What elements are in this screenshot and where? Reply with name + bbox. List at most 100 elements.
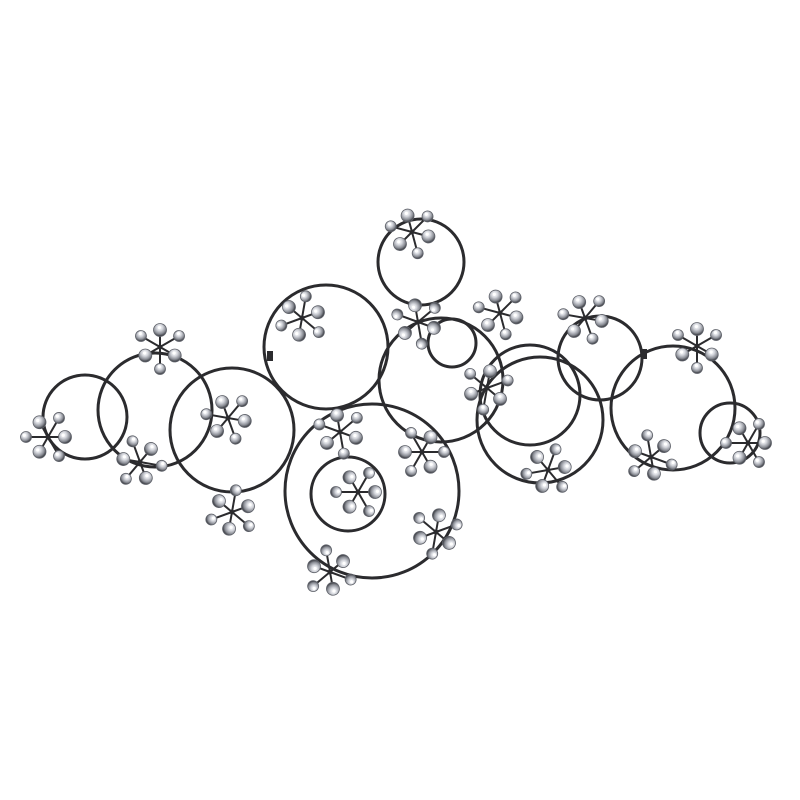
jewel <box>363 505 375 517</box>
ring <box>96 351 214 469</box>
jewel <box>572 295 587 309</box>
jewel-highlight <box>512 293 516 297</box>
jewel <box>326 581 340 596</box>
jewel-spray <box>200 395 252 445</box>
spray-wire <box>435 523 458 533</box>
jewel-highlight <box>324 439 328 443</box>
jewel <box>307 580 320 593</box>
jewel-highlight <box>481 405 485 409</box>
jewel <box>398 326 412 340</box>
jewel <box>350 411 363 424</box>
jewel-highlight <box>36 418 40 423</box>
spray-hub <box>433 529 439 535</box>
jewel <box>53 450 65 462</box>
jewel <box>488 289 503 304</box>
jewel-highlight <box>125 474 129 479</box>
jewel-highlight <box>457 523 461 528</box>
jewel-spray <box>384 208 436 260</box>
jewel-highlight <box>420 537 424 541</box>
jewel <box>530 450 544 464</box>
jewel-spray <box>557 295 609 345</box>
jewel-spray <box>520 443 572 493</box>
jewel <box>411 247 424 260</box>
jewel-highlight <box>537 454 541 458</box>
jewel <box>641 429 654 442</box>
spray-hub <box>45 434 51 440</box>
jewel <box>368 485 382 499</box>
jewel <box>594 314 609 328</box>
jewel-highlight <box>214 427 218 431</box>
jewel-highlight <box>430 328 435 332</box>
jewel-highlight <box>22 433 26 437</box>
jewel <box>167 348 182 363</box>
jewel-highlight <box>443 447 447 452</box>
jewel-highlight <box>429 462 433 466</box>
jewel <box>477 403 490 416</box>
jewel <box>732 450 747 465</box>
jewel <box>58 430 72 444</box>
jewel <box>138 348 153 363</box>
ring <box>475 355 605 485</box>
jewel-highlight <box>469 389 473 393</box>
jewel <box>299 290 312 303</box>
jewel-spray <box>313 408 363 460</box>
ring-clip <box>641 349 647 359</box>
jewel <box>330 408 344 423</box>
spray-hub <box>484 385 490 391</box>
jewel <box>384 220 397 233</box>
jewel-spray <box>413 508 463 560</box>
jewel-highlight <box>55 452 59 456</box>
jewel-highlight <box>562 484 567 488</box>
jewel <box>337 447 350 460</box>
jewel <box>342 499 357 514</box>
ring-clip <box>267 351 273 361</box>
jewel-highlight <box>513 313 517 317</box>
jewel <box>586 332 599 345</box>
jewel-highlight <box>131 437 136 441</box>
jewel-highlight <box>722 439 726 443</box>
jewel-spray <box>398 427 450 477</box>
jewel <box>483 364 497 379</box>
jewel-spray <box>330 467 382 517</box>
jewel <box>307 559 321 574</box>
jewel <box>312 326 325 339</box>
jewel-highlight <box>394 314 398 319</box>
jewel-highlight <box>560 310 564 314</box>
spray-hub <box>648 454 654 460</box>
jewel-highlight <box>439 514 443 518</box>
jewel <box>342 470 357 485</box>
jewel <box>330 486 342 498</box>
jewel-highlight <box>312 586 316 591</box>
jewel-highlight <box>431 308 435 312</box>
jewel-highlight <box>598 317 602 321</box>
jewel-highlight <box>350 475 354 479</box>
jewel-highlight <box>653 470 658 474</box>
jewel <box>690 322 704 336</box>
jewel-highlight <box>277 322 281 327</box>
jewel <box>210 424 224 438</box>
jewel-highlight <box>249 523 253 527</box>
jewel-highlight <box>387 222 392 226</box>
jewel-highlight <box>239 397 243 401</box>
jewel <box>229 432 242 445</box>
jewel <box>292 327 306 342</box>
jewel <box>349 430 363 445</box>
jewel-spray <box>20 412 72 462</box>
jewel-highlight <box>755 458 759 462</box>
jewel <box>647 466 661 481</box>
jewel-spray <box>720 418 772 468</box>
jewel <box>53 412 65 424</box>
jewel <box>720 437 732 449</box>
jewel-highlight <box>397 240 401 244</box>
jewel <box>320 544 333 557</box>
jewel-highlight <box>36 448 40 452</box>
jewel-highlight <box>475 303 480 307</box>
jewel <box>438 446 450 458</box>
jewel <box>472 301 485 314</box>
jewel-highlight <box>325 551 329 555</box>
ring <box>283 402 461 580</box>
jewel <box>423 459 438 474</box>
jewel-highlight <box>425 232 429 236</box>
jewel-highlight <box>404 211 408 215</box>
jewel <box>675 347 690 362</box>
